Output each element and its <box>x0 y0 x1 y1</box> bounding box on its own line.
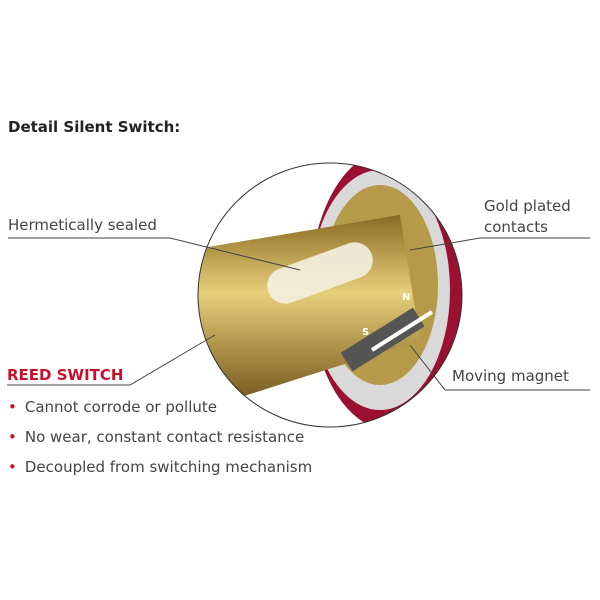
reed-glass <box>267 242 373 304</box>
bullet-item: •Decoupled from switching mechanism <box>8 458 313 476</box>
hermetic-label: Hermetically sealed <box>8 216 157 234</box>
bullet-item: •No wear, constant contact resistance <box>8 428 305 446</box>
gold-label-1: Gold plated <box>484 197 571 215</box>
magnet <box>340 307 425 372</box>
double-arrow-icon <box>370 310 434 352</box>
magnet-north: N <box>402 292 410 303</box>
page-title: Detail Silent Switch: <box>8 118 181 136</box>
gold-label-2: contacts <box>484 218 548 236</box>
reed-heading: REED SWITCH <box>7 366 124 384</box>
magnet-south: S <box>362 327 369 338</box>
bullet-item: •Cannot corrode or pollute <box>8 398 217 416</box>
magnet-label: Moving magnet <box>452 367 569 385</box>
